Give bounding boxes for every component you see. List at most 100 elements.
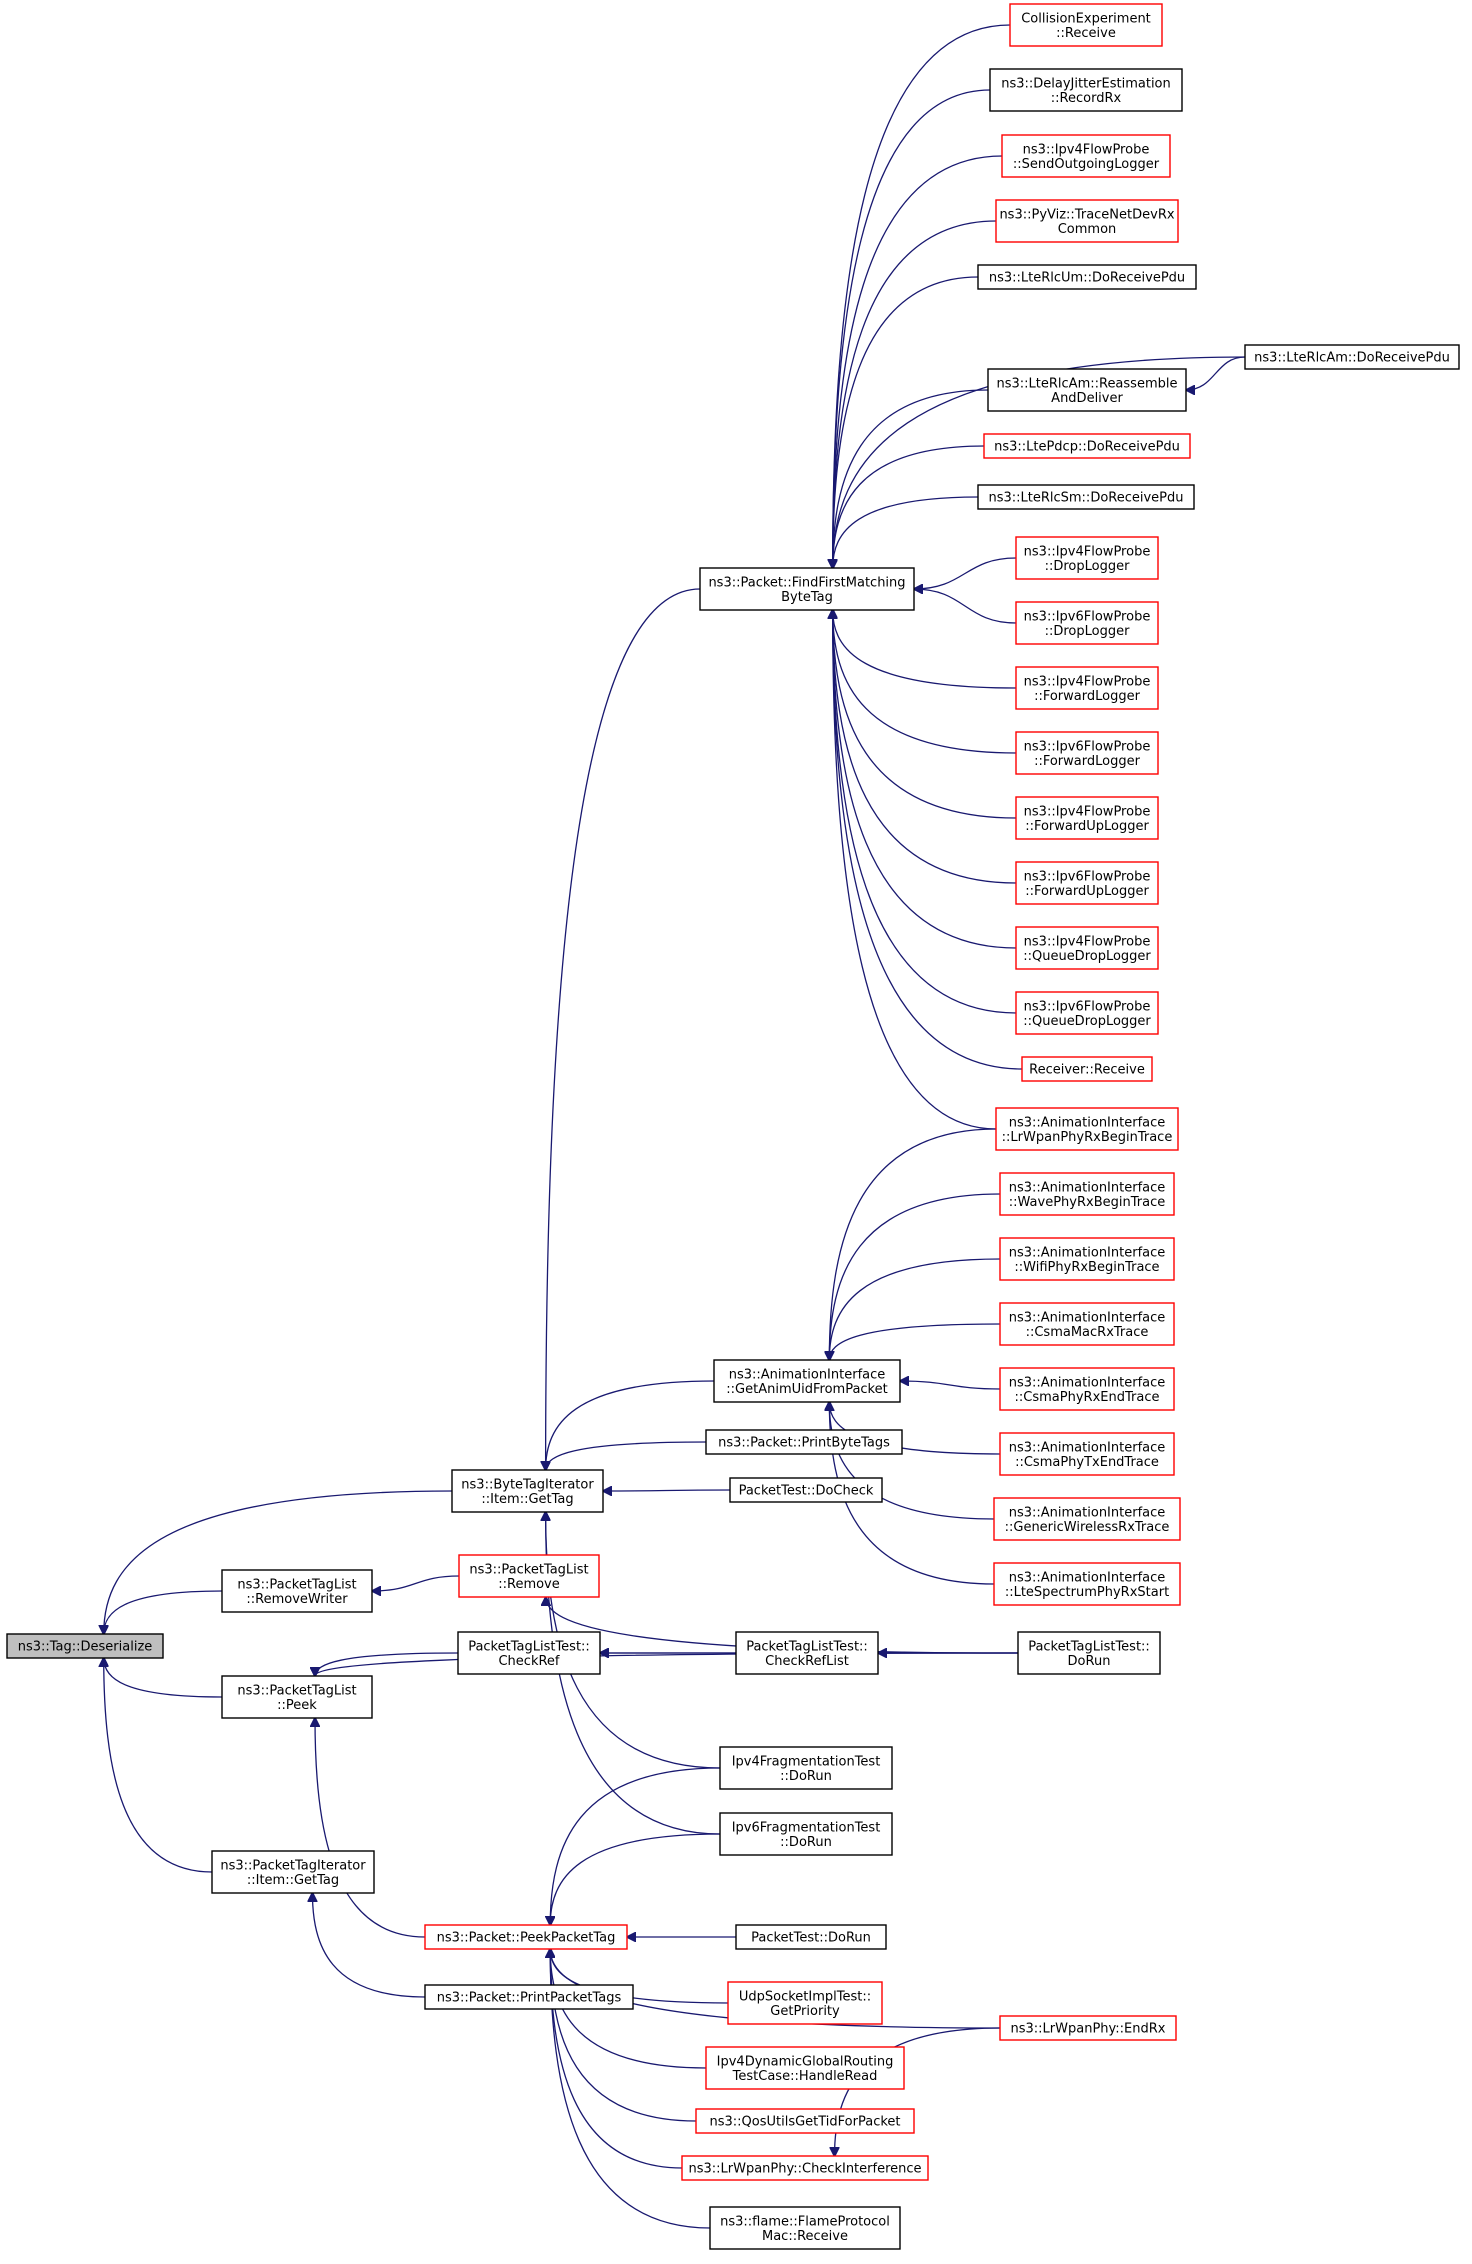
node-label: ::GetAnimUidFromPacket — [726, 1382, 887, 1397]
node-label: ns3::LrWpanPhy::EndRx — [1011, 2022, 1166, 2037]
node-label: ns3::Ipv4FlowProbe — [1024, 934, 1151, 949]
node-ptiGetTag[interactable]: ns3::PacketTagIterator::Item::GetTag — [211, 1850, 375, 1894]
edge-pyViz-to-findFirst — [833, 220, 997, 568]
node-collision[interactable]: CollisionExperiment::Receive — [1009, 3, 1163, 47]
edge-aiLrWpan-to-findFirst — [833, 610, 997, 1130]
edge-checkRef-to-peek — [315, 1652, 459, 1676]
node-box — [993, 1497, 1181, 1541]
node-ipv6FwdUp[interactable]: ns3::Ipv6FlowProbe::ForwardUpLogger — [1015, 861, 1159, 905]
node-lrCheckInt[interactable]: ns3::LrWpanPhy::CheckInterference — [681, 2155, 929, 2181]
node-peekPacketTag[interactable]: ns3::Packet::PeekPacketTag — [424, 1924, 628, 1950]
node-label: ns3::LteRlcUm::DoReceivePdu — [989, 271, 1185, 286]
node-ipv4Dyn[interactable]: Ipv4DynamicGlobalRoutingTestCase::Handle… — [705, 2046, 905, 2090]
node-label: ::Remove — [498, 1577, 560, 1592]
node-box — [457, 1631, 601, 1675]
edge-ipv4SendOut-to-findFirst — [833, 155, 1003, 568]
node-aiLteSpec[interactable]: ns3::AnimationInterface::LteSpectrumPhyR… — [993, 1562, 1181, 1606]
node-label: ::DropLogger — [1045, 624, 1131, 639]
node-box — [987, 368, 1187, 412]
node-checkRefList[interactable]: PacketTagListTest::CheckRefList — [735, 1631, 879, 1675]
node-label: ns3::AnimationInterface — [1009, 1570, 1166, 1585]
edge-ipv6Queue-to-findFirst — [833, 610, 1017, 1014]
node-ipv6Queue[interactable]: ns3::Ipv6FlowProbe::QueueDropLogger — [1015, 991, 1159, 1035]
node-label: ns3::Packet::PrintByteTags — [718, 1436, 890, 1451]
node-label: ::DoRun — [780, 1769, 832, 1784]
node-ptDoRun[interactable]: PacketTest::DoRun — [735, 1924, 887, 1950]
node-box — [1001, 134, 1171, 178]
edge-ipv4Drop-to-findFirst — [914, 557, 1017, 589]
edge-btiGetTag-to-deserialize — [104, 1490, 453, 1634]
node-box — [719, 1812, 893, 1856]
node-udpPriority[interactable]: UdpSocketImplTest::GetPriority — [727, 1981, 883, 2025]
node-ipv4SendOut[interactable]: ns3::Ipv4FlowProbe::SendOutgoingLogger — [1001, 134, 1171, 178]
node-label: ns3::PacketTagList — [237, 1577, 356, 1592]
edge-receiver-to-findFirst — [833, 610, 1023, 1070]
node-label: ns3::LteRlcAm::Reassemble — [997, 376, 1178, 391]
node-lrEndRx[interactable]: ns3::LrWpanPhy::EndRx — [999, 2015, 1177, 2041]
node-box — [695, 2108, 915, 2134]
node-label: ns3::PyViz::TraceNetDevRx — [999, 207, 1174, 222]
node-ipv4Fwd[interactable]: ns3::Ipv4FlowProbe::ForwardLogger — [1015, 666, 1159, 710]
node-ipv6Fwd[interactable]: ns3::Ipv6FlowProbe::ForwardLogger — [1015, 731, 1159, 775]
node-delayJitter[interactable]: ns3::DelayJitterEstimation::RecordRx — [989, 68, 1183, 112]
function-nodes: ns3::Tag::Deserialize ns3::ByteTagIterato… — [6, 3, 1460, 2250]
node-pdcp[interactable]: ns3::LtePdcp::DoReceivePdu — [983, 433, 1191, 459]
node-btiGetTag[interactable]: ns3::ByteTagIterator::Item::GetTag — [451, 1469, 604, 1513]
node-ipv6Frag[interactable]: Ipv6FragmentationTest::DoRun — [719, 1812, 893, 1856]
node-label: ::RemoveWriter — [246, 1592, 348, 1607]
node-aiCsmaMac[interactable]: ns3::AnimationInterface::CsmaMacRxTrace — [999, 1302, 1175, 1346]
node-pltDoRun[interactable]: PacketTagListTest::DoRun — [1017, 1631, 1161, 1675]
node-box — [211, 1850, 375, 1894]
node-receiver[interactable]: Receiver::Receive — [1021, 1056, 1153, 1082]
node-box — [993, 1562, 1181, 1606]
node-deserialize[interactable]: ns3::Tag::Deserialize — [6, 1633, 164, 1659]
node-label: ::QueueDropLogger — [1023, 949, 1151, 964]
node-pltRemove[interactable]: ns3::PacketTagList::Remove — [458, 1554, 600, 1598]
node-peek[interactable]: ns3::PacketTagList::Peek — [221, 1675, 373, 1719]
edge-pdcp-to-findFirst — [833, 445, 985, 568]
node-box — [1015, 796, 1159, 840]
node-aiWave[interactable]: ns3::AnimationInterface::WavePhyRxBeginT… — [999, 1172, 1175, 1216]
node-checkRef[interactable]: PacketTagListTest::CheckRef — [457, 1631, 601, 1675]
edge-delayJitter-to-findFirst — [833, 89, 991, 568]
node-label: PacketTagListTest:: — [746, 1639, 868, 1654]
edge-ipv6Frag-to-peekPacketTag — [550, 1833, 721, 1925]
node-ipv4FwdUp[interactable]: ns3::Ipv4FlowProbe::ForwardUpLogger — [1015, 796, 1159, 840]
node-aiCsmaRxEnd[interactable]: ns3::AnimationInterface::CsmaPhyRxEndTra… — [999, 1367, 1175, 1411]
node-box — [989, 68, 1183, 112]
node-printPacketTags[interactable]: ns3::Packet::PrintPacketTags — [424, 1984, 634, 2010]
node-rlcAmRecv[interactable]: ns3::LteRlcAm::DoReceivePdu — [1244, 344, 1460, 370]
node-label: CheckRefList — [765, 1654, 849, 1669]
node-box — [1015, 731, 1159, 775]
node-rlcSm[interactable]: ns3::LteRlcSm::DoReceivePdu — [977, 484, 1195, 510]
edge-rlcAmRecv-to-findFirst — [833, 356, 1246, 568]
node-label: ns3::Ipv4FlowProbe — [1023, 142, 1150, 157]
node-aiLrWpan[interactable]: ns3::AnimationInterface::LrWpanPhyRxBegi… — [995, 1107, 1179, 1151]
node-aiCsmaTxEnd[interactable]: ns3::AnimationInterface::CsmaPhyTxEndTra… — [999, 1432, 1175, 1476]
node-qosUtils[interactable]: ns3::QosUtilsGetTidForPacket — [695, 2108, 915, 2134]
node-label: Mac::Receive — [762, 2229, 848, 2244]
node-removeWriter[interactable]: ns3::PacketTagList::RemoveWriter — [221, 1569, 373, 1613]
node-aiWifi[interactable]: ns3::AnimationInterface::WifiPhyRxBeginT… — [999, 1237, 1175, 1281]
node-label: ns3::AnimationInterface — [729, 1367, 886, 1382]
node-getAnimUid[interactable]: ns3::AnimationInterface::GetAnimUidFromP… — [713, 1359, 901, 1403]
node-box — [999, 1302, 1175, 1346]
node-label: ns3::LteRlcSm::DoReceivePdu — [988, 491, 1183, 506]
edge-ptiGetTag-to-deserialize — [104, 1658, 213, 1873]
node-label: ns3::LteRlcAm::DoReceivePdu — [1254, 351, 1450, 366]
node-box — [1015, 926, 1159, 970]
node-ipv4Queue[interactable]: ns3::Ipv4FlowProbe::QueueDropLogger — [1015, 926, 1159, 970]
node-ipv6Drop[interactable]: ns3::Ipv6FlowProbe::DropLogger — [1015, 601, 1159, 645]
node-aiGeneric[interactable]: ns3::AnimationInterface::GenericWireless… — [993, 1497, 1181, 1541]
node-ipv4Drop[interactable]: ns3::Ipv4FlowProbe::DropLogger — [1015, 536, 1159, 580]
node-ptDoCheck[interactable]: PacketTest::DoCheck — [729, 1477, 883, 1503]
node-printByteTags[interactable]: ns3::Packet::PrintByteTags — [705, 1429, 903, 1455]
node-label: ns3::LrWpanPhy::CheckInterference — [688, 2162, 921, 2177]
node-ipv4Frag[interactable]: Ipv4FragmentationTest::DoRun — [719, 1746, 893, 1790]
node-rlcUm[interactable]: ns3::LteRlcUm::DoReceivePdu — [977, 264, 1197, 290]
